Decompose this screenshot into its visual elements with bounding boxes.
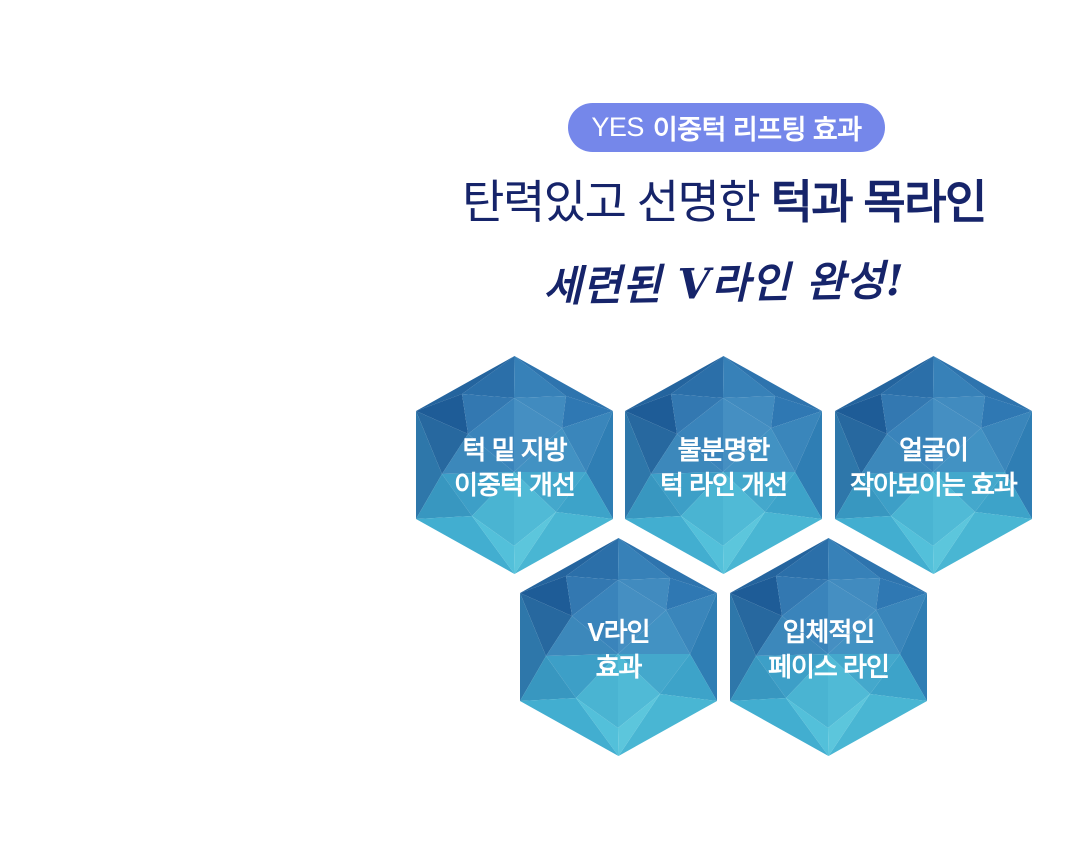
hexagon-card-jaw-line: 불분명한 턱 라인 개선 (625, 356, 822, 574)
effect-badge: YES 이중턱 리프팅 효과 (568, 103, 885, 152)
hexagon-label: 불분명한 턱 라인 개선 (659, 435, 788, 500)
hexagon-card-double-chin-fat: 턱 밑 지방 이중턱 개선 (416, 356, 613, 574)
page-title-bold: 턱과 목라인 (770, 176, 987, 228)
hexagon-card-smaller-face: 얼굴이 작아보이는 효과 (835, 356, 1032, 574)
hexagon-label: 턱 밑 지방 이중턱 개선 (454, 435, 576, 500)
effect-badge-label: 이중턱 리프팅 효과 (652, 115, 862, 145)
hexagon-label: V라인 효과 (587, 617, 650, 682)
hexagon-card-v-line: V라인 효과 (520, 538, 717, 756)
hexagon-card-face-line: 입체적인 페이스 라인 (730, 538, 927, 756)
hexagon-label: 얼굴이 작아보이는 효과 (850, 435, 1018, 500)
effect-badge-prefix: YES (591, 112, 644, 142)
page-title: 탄력있고 선명한 턱과 목라인 (384, 174, 1064, 232)
hexagon-label: 입체적인 페이스 라인 (768, 617, 890, 682)
page-subtitle: 세련된 V라인 완성! (542, 255, 906, 312)
page-title-normal: 탄력있고 선명한 (462, 176, 771, 228)
